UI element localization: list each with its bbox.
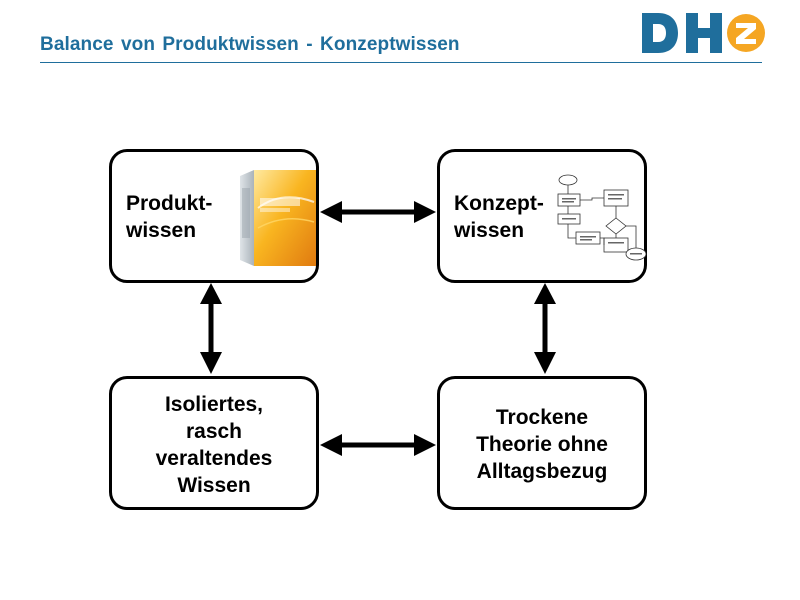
label-line: Theorie ohne: [476, 433, 608, 456]
box-trockene-theorie: Trockene Theorie ohne Alltagsbezug: [437, 376, 647, 510]
label-line: Isoliertes,: [164, 393, 264, 416]
label-line: Produkt-: [126, 192, 213, 215]
label-line: wissen: [454, 219, 525, 242]
box-isoliertes-wissen-label: Isoliertes, rasch veraltendes Wissen: [112, 391, 316, 499]
arrow-konzept-theorie: [534, 283, 556, 374]
dhz-logo: [642, 13, 765, 53]
logo-letter-h: [686, 13, 722, 53]
box-trockene-theorie-label: Trockene Theorie ohne Alltagsbezug: [440, 404, 644, 485]
box-isoliertes-wissen: Isoliertes, rasch veraltendes Wissen: [109, 376, 319, 510]
arrow-isoliert-theorie: [320, 434, 436, 456]
label-line: Wissen: [177, 474, 251, 497]
label-line: veraltendes: [155, 447, 273, 470]
flowchart-icon: [557, 174, 647, 261]
box-produktwissen-label: Produkt- wissen: [126, 190, 212, 244]
label-line: Konzept-: [454, 192, 544, 215]
office-software-box-icon: [240, 170, 316, 266]
label-line: wissen: [126, 219, 197, 242]
label-line: Trockene: [495, 406, 589, 429]
logo-letter-d: [642, 13, 678, 53]
slide-title: Balance von Produktwissen - Konzeptwisse…: [40, 34, 460, 55]
arrow-produkt-konzept: [320, 201, 436, 223]
box-konzeptwissen: Konzept- wissen: [437, 149, 647, 283]
arrow-produkt-isoliert: [200, 283, 222, 374]
box-produktwissen: Produkt- wissen: [109, 149, 319, 283]
label-line: Alltagsbezug: [476, 460, 608, 483]
title-divider: [40, 62, 762, 63]
box-konzeptwissen-label: Konzept- wissen: [454, 190, 544, 244]
label-line: rasch: [185, 420, 243, 443]
logo-letter-z: [727, 14, 765, 52]
